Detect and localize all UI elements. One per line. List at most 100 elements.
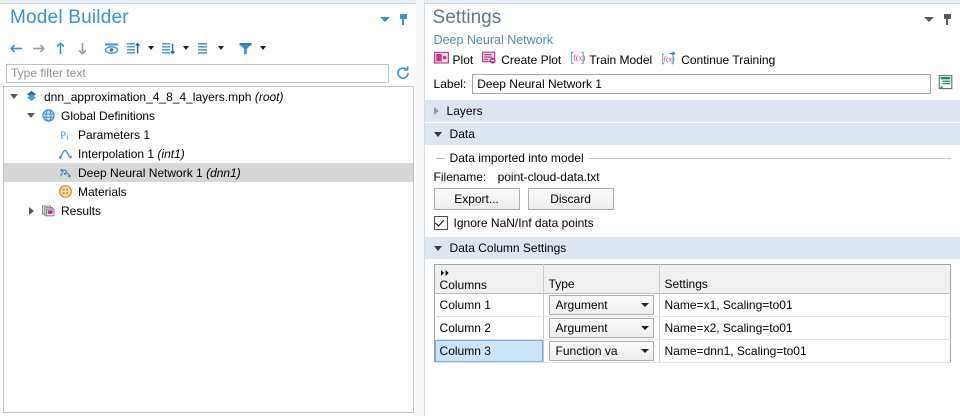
tree-spacer <box>40 163 56 182</box>
data-buttons: Export... Discard <box>433 187 951 214</box>
chevron-right-icon[interactable] <box>433 107 439 115</box>
row-type-cell[interactable]: Argument <box>543 293 660 317</box>
list-icon[interactable] <box>193 38 213 58</box>
refresh-icon[interactable] <box>395 65 411 81</box>
row-settings-cell[interactable]: Name=x1, Scaling=to01 <box>659 293 951 317</box>
chevron-down-icon[interactable] <box>6 87 22 106</box>
pin-icon[interactable] <box>399 14 408 25</box>
ignore-nan-checkbox-row[interactable]: Ignore NaN/Inf data points <box>433 214 951 236</box>
move-down-button[interactable] <box>72 38 92 58</box>
tree-row[interactable]: dnn_approximation_4_8_4_layers.mph (root… <box>4 87 413 106</box>
filename-value: point-cloud-data.txt <box>497 170 600 184</box>
settings-top-divider <box>424 0 960 4</box>
move-columns-icon[interactable] <box>440 267 538 279</box>
row-type-cell[interactable]: Argument <box>543 316 660 340</box>
model-builder-filter-row: Type filter text <box>0 61 416 85</box>
ignore-nan-label: Ignore NaN/Inf data points <box>453 216 594 230</box>
tree-row[interactable]: Materials <box>4 182 413 201</box>
chevron-down-icon[interactable] <box>433 131 442 137</box>
table-row[interactable]: Column 1 Argument Name=x1, Scaling=to01 <box>434 293 951 317</box>
funnel-icon[interactable] <box>235 38 255 58</box>
funnel-menu-caret[interactable] <box>257 38 268 58</box>
label-input[interactable]: Deep Neural Network 1 <box>472 74 931 94</box>
row-settings-cell[interactable]: Name=x2, Scaling=to01 <box>659 316 951 340</box>
section-header-data-column-settings[interactable]: Data Column Settings <box>424 236 960 259</box>
tree-row[interactable]: Interpolation 1 (int1) <box>4 144 413 163</box>
list-menu-caret[interactable] <box>215 38 226 58</box>
plot-label: Plot <box>452 52 474 67</box>
table-header-row: Columns Type Settings <box>434 264 951 294</box>
data-section-body: Data imported into model Filename: point… <box>424 145 960 236</box>
row-column-name[interactable]: Column 2 <box>434 316 544 340</box>
tree-item-suffix: (root) <box>254 89 284 104</box>
create-plot-icon <box>482 51 497 68</box>
chevron-down-icon[interactable] <box>640 349 649 353</box>
discard-button[interactable]: Discard <box>527 188 614 210</box>
tree-row[interactable]: Global Definitions <box>4 106 413 125</box>
tree-row[interactable]: P i Parameters 1 <box>4 125 413 144</box>
results-icon <box>39 201 57 220</box>
section-header-data[interactable]: Data <box>424 122 960 145</box>
train-model-icon: f(x) <box>570 51 586 68</box>
table-header-columns[interactable]: Columns <box>434 264 544 294</box>
model-tree[interactable]: dnn_approximation_4_8_4_layers.mph (root… <box>3 86 414 413</box>
list-down-icon[interactable] <box>158 38 178 58</box>
settings-panel: Settings Deep Neural Network Plot <box>423 0 960 416</box>
panel-splitter[interactable] <box>415 0 424 416</box>
type-dropdown-value: Argument <box>555 298 608 312</box>
row-type-cell[interactable]: Function va <box>543 339 660 363</box>
row-column-name[interactable]: Column 3 <box>434 339 544 363</box>
create-plot-button[interactable]: Create Plot <box>482 51 561 68</box>
table-header-type[interactable]: Type <box>543 264 660 294</box>
go-forward-button[interactable] <box>28 38 48 58</box>
settings-action-bar: Plot Create Plot f(x) <box>425 50 960 71</box>
interpolation-icon <box>56 144 74 163</box>
chevron-down-icon[interactable] <box>23 106 39 125</box>
type-dropdown[interactable]: Argument <box>548 318 654 338</box>
chevron-down-icon[interactable] <box>923 17 934 22</box>
export-button[interactable]: Export... <box>433 188 520 210</box>
table-header-settings[interactable]: Settings <box>659 264 951 294</box>
tree-item-label: Results <box>61 203 102 218</box>
chevron-down-icon[interactable] <box>379 17 390 22</box>
chevron-right-icon[interactable] <box>23 201 39 220</box>
table-row-selected[interactable]: Column 3 Function va Name=dnn1, Scaling=… <box>434 339 951 363</box>
tree-row-deep-neural-network-1[interactable]: Deep Neural Network 1 (dnn1) <box>4 163 413 182</box>
list-down-menu-caret[interactable] <box>180 38 191 58</box>
row-settings-cell[interactable]: Name=dnn1, Scaling=to01 <box>659 339 951 363</box>
row-column-name[interactable]: Column 1 <box>434 293 544 317</box>
type-dropdown[interactable]: Argument <box>548 295 654 315</box>
tree-item-label: Interpolation 1 <box>78 146 155 161</box>
table-row[interactable]: Column 2 Argument Name=x2, Scaling=to01 <box>434 316 951 340</box>
continue-training-button[interactable]: f(x) Continue Training <box>661 51 775 68</box>
data-column-table[interactable]: Columns Type Settings Column 1 Argument <box>433 264 951 363</box>
model-builder-header: Model Builder <box>0 4 416 35</box>
continue-training-label: Continue Training <box>681 52 776 67</box>
list-up-icon[interactable] <box>123 38 143 58</box>
type-dropdown-value: Argument <box>555 321 608 335</box>
chevron-down-icon[interactable] <box>640 326 649 330</box>
settings-subtitle: Deep Neural Network <box>433 33 554 47</box>
tree-row[interactable]: Results <box>4 201 413 220</box>
settings-title: Settings <box>432 7 502 28</box>
ignore-nan-checkbox[interactable] <box>433 216 448 230</box>
eye-icon[interactable] <box>101 38 121 58</box>
pin-icon[interactable] <box>943 14 952 25</box>
tree-item-label: Materials <box>78 184 127 199</box>
svg-text:f(x): f(x) <box>573 54 585 63</box>
parameters-icon: P i <box>56 125 74 144</box>
materials-icon <box>56 182 74 201</box>
filter-input[interactable]: Type filter text <box>6 63 389 83</box>
type-dropdown[interactable]: Function va <box>548 341 654 361</box>
train-model-button[interactable]: f(x) Train Model <box>570 51 652 68</box>
chevron-down-icon[interactable] <box>433 245 442 251</box>
plot-button[interactable]: Plot <box>433 51 474 68</box>
filename-row: Filename: point-cloud-data.txt <box>434 168 951 187</box>
list-up-menu-caret[interactable] <box>145 38 156 58</box>
chevron-down-icon[interactable] <box>640 303 649 307</box>
go-back-button[interactable] <box>6 38 26 58</box>
rename-icon[interactable] <box>937 74 954 94</box>
move-up-button[interactable] <box>50 38 70 58</box>
section-header-layers[interactable]: Layers <box>424 99 960 122</box>
